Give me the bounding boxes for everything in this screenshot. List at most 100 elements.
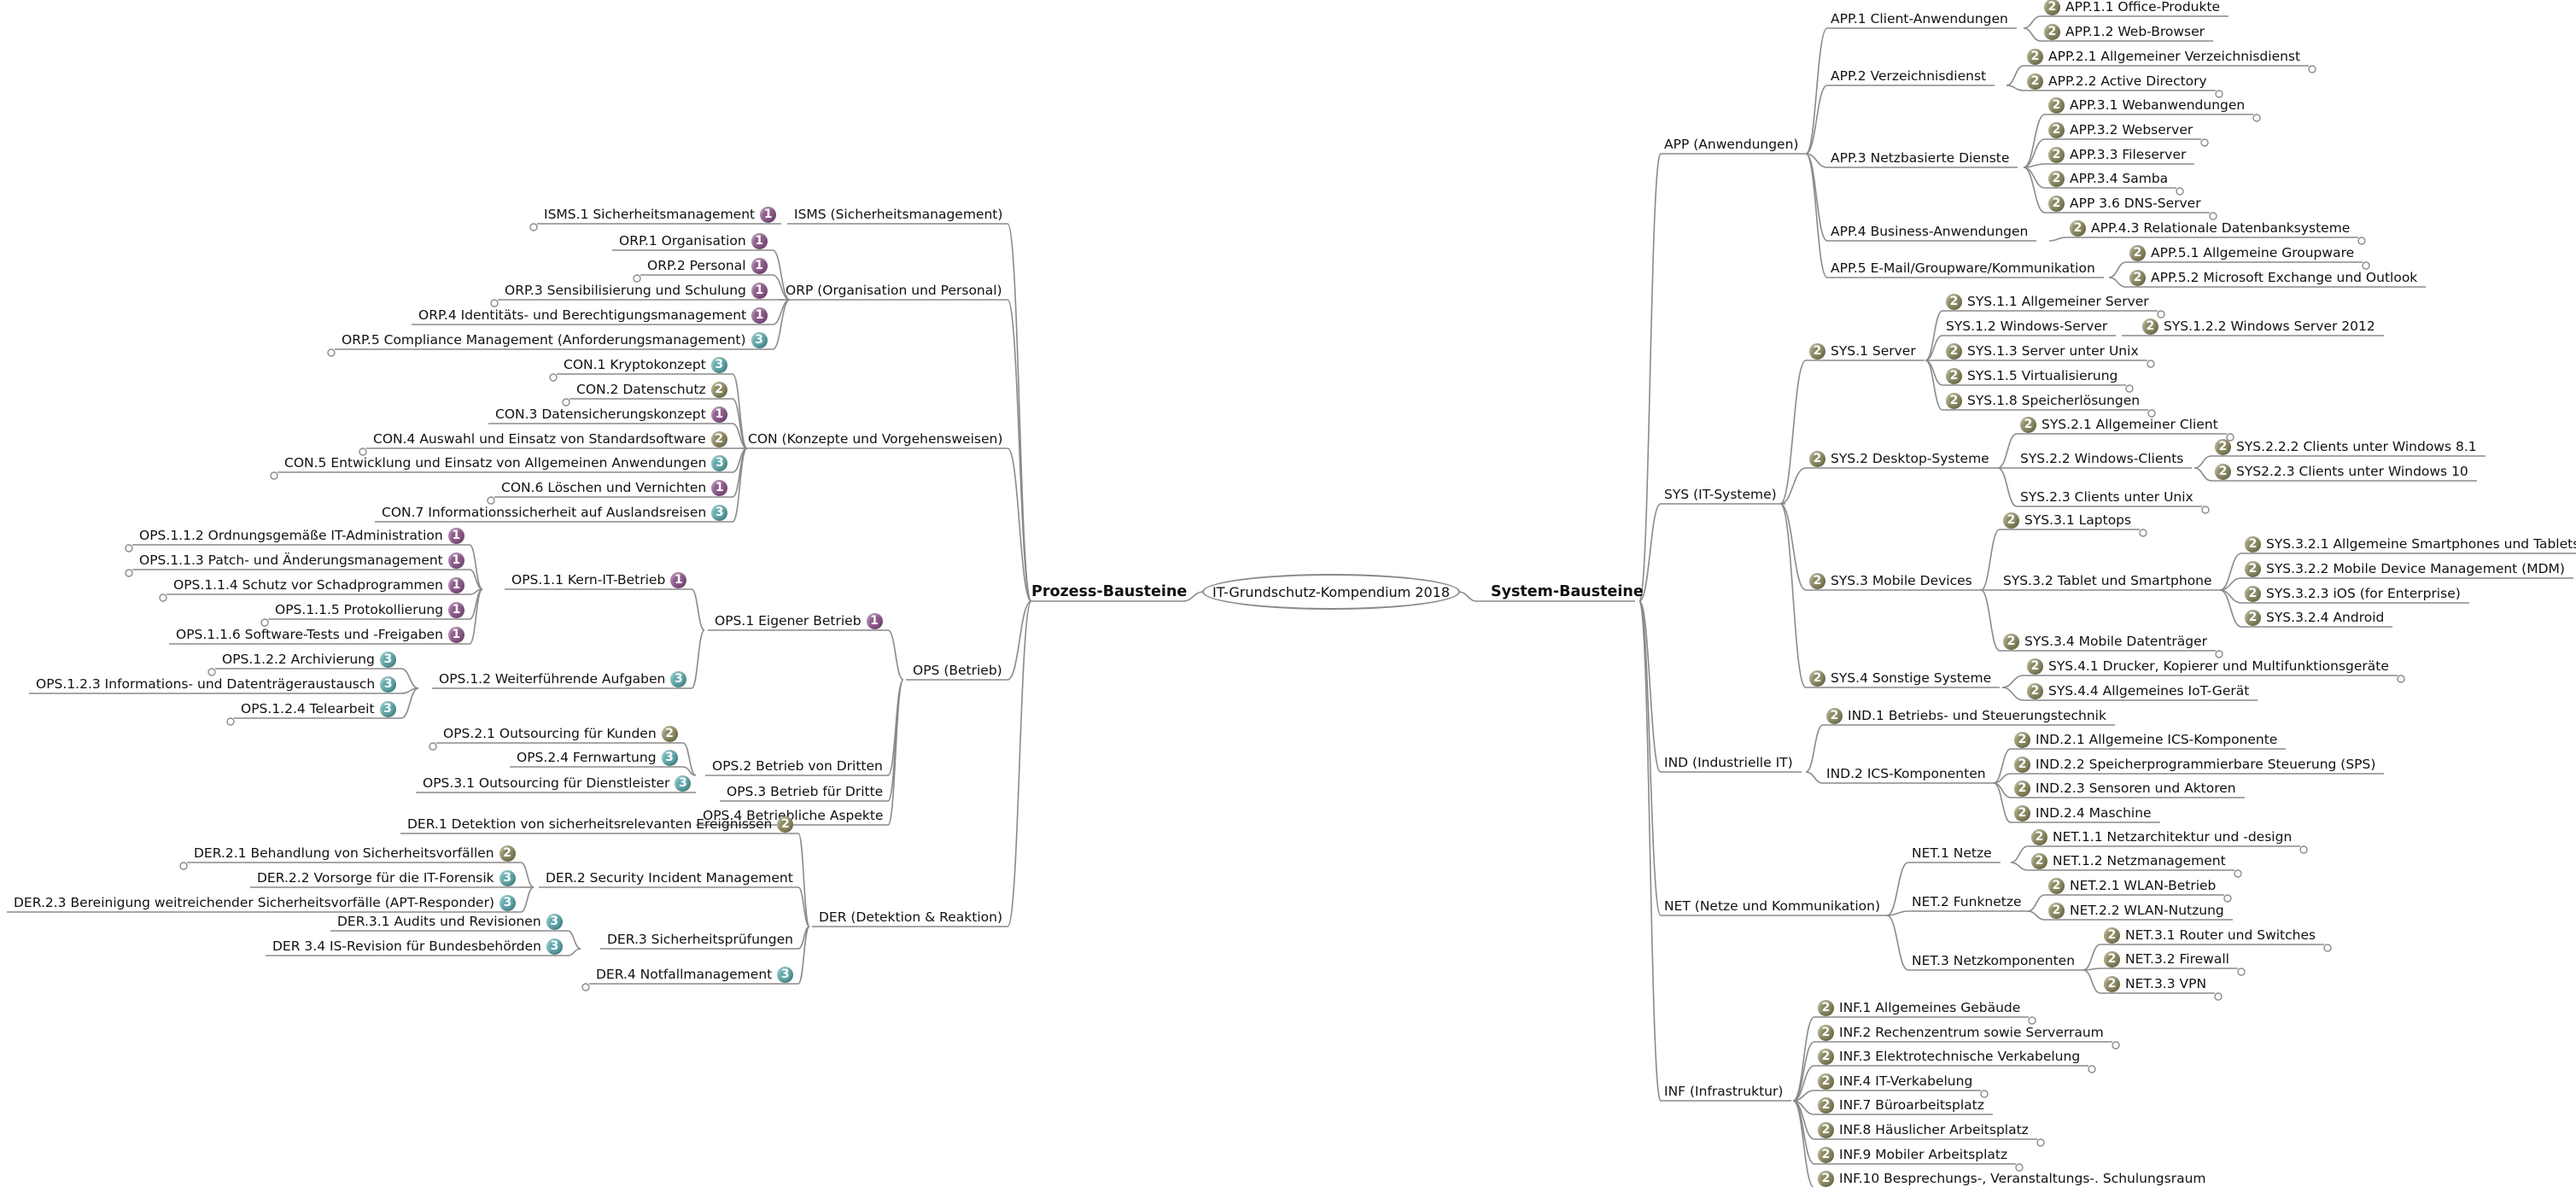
collapsed-marker[interactable] (2362, 261, 2370, 270)
leaf-node[interactable]: CON.4 Auswahl und Einsatz von Standardso… (373, 430, 727, 447)
group-isms[interactable]: ISMS (Sicherheitsmanagement) (794, 206, 1002, 223)
collapsed-marker[interactable] (2036, 1138, 2045, 1147)
collapsed-marker[interactable] (125, 544, 133, 553)
subgroup-node[interactable]: NET.1 Netze (1912, 845, 1992, 862)
subgroup-node[interactable]: OPS.4 Betriebliche Aspekte (703, 807, 883, 824)
collapsed-marker[interactable] (633, 274, 641, 283)
collapsed-marker[interactable] (207, 668, 216, 676)
subgroup-node[interactable]: APP.3 Netzbasierte Dienste (1831, 149, 2009, 167)
leaf-node[interactable]: SYS.3.2 Tablet und Smartphone (2003, 572, 2212, 589)
subgroup-node[interactable]: DER.3 Sicherheitsprüfungen (607, 931, 793, 948)
collapsed-marker[interactable] (226, 717, 235, 726)
collapsed-marker[interactable] (2209, 212, 2217, 220)
collapsed-marker[interactable] (2139, 529, 2147, 537)
group-ops[interactable]: OPS (Betrieb) (913, 662, 1002, 679)
subgroup-node[interactable]: OPS.2 Betrieb von Dritten (712, 757, 883, 775)
subgroup-node[interactable]: APP.4 Business-Anwendungen (1831, 223, 2028, 240)
collapsed-marker[interactable] (2015, 1163, 2024, 1172)
collapsed-marker[interactable] (490, 299, 499, 307)
subgroup-node[interactable]: DER.1 Detektion von sicherheitsrelevante… (407, 816, 794, 833)
collapsed-marker[interactable] (2308, 65, 2316, 73)
collapsed-marker[interactable] (2397, 675, 2405, 683)
collapsed-marker[interactable] (487, 496, 495, 505)
collapsed-marker[interactable] (2088, 1065, 2096, 1073)
leaf-node[interactable]: OPS.1.1.2 Ordnungsgemäße IT-Administrati… (139, 527, 464, 544)
collapsed-marker[interactable] (1980, 1090, 1989, 1098)
subgroup-node[interactable]: NET.3 Netzkomponenten (1912, 952, 2075, 969)
collapsed-marker[interactable] (2299, 845, 2308, 854)
collapsed-marker[interactable] (2237, 968, 2246, 976)
root-node[interactable]: IT-Grundschutz-Kompendium 2018 (1202, 574, 1460, 610)
leaf-node[interactable]: SYS.2.3 Clients unter Unix (2020, 488, 2193, 506)
collapsed-marker[interactable] (2147, 360, 2155, 368)
leaf-node[interactable]: DER.2.1 Behandlung von Sicherheitsvorfäl… (194, 845, 516, 862)
collapsed-marker[interactable] (2215, 90, 2223, 98)
collapsed-marker[interactable] (2125, 384, 2134, 393)
collapsed-marker[interactable] (270, 471, 278, 480)
group-net[interactable]: NET (Netze und Kommunikation) (1664, 898, 1880, 915)
collapsed-marker[interactable] (327, 348, 336, 357)
collapsed-marker[interactable] (2234, 869, 2242, 878)
collapsed-marker[interactable] (179, 862, 188, 870)
leaf-node[interactable]: OPS.1.1.3 Patch- und Änderungsmanagement… (139, 552, 464, 569)
collapsed-marker[interactable] (429, 742, 437, 751)
subgroup-node[interactable]: APP.5 E-Mail/Groupware/Kommunikation (1831, 260, 2095, 277)
subgroup-node[interactable]: NET.2 Funknetze (1912, 893, 2022, 910)
group-sys[interactable]: SYS (IT-Systeme) (1664, 486, 1777, 503)
group-orp[interactable]: ORP (Organisation und Personal) (786, 282, 1002, 299)
collapsed-marker[interactable] (2214, 992, 2223, 1001)
collapsed-marker[interactable] (2157, 310, 2165, 319)
leaf-node[interactable]: SYS.2.2 Windows-Clients (2020, 450, 2183, 467)
group-ind[interactable]: IND (Industrielle IT) (1664, 754, 1793, 771)
leaf-node[interactable]: ORP.5 Compliance Management (Anforderung… (342, 331, 768, 348)
collapsed-marker[interactable] (2226, 433, 2234, 441)
